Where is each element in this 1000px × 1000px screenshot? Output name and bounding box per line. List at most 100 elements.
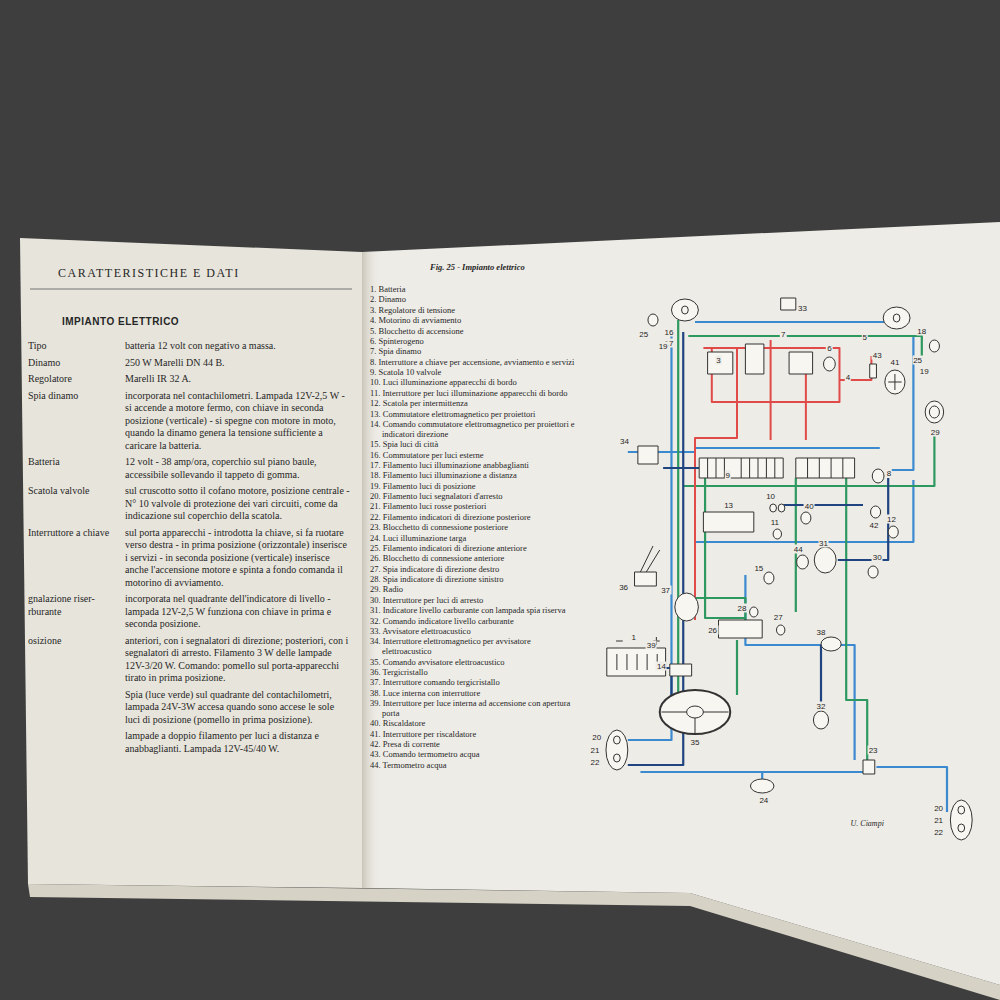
wire [770,340,772,440]
callout-number: 14 [656,662,667,671]
connector-block-symbol [719,620,763,638]
rear-lamp-symbol [606,730,628,770]
battery-cells [617,654,657,670]
spec-value: 250 W Marelli DN 44 B. [125,357,351,370]
spec-label: Spia dinamo [28,390,120,403]
plate-lamp-symbol [750,779,774,793]
lamp-filament [958,824,965,832]
wire [677,320,679,718]
key-entry: 43. Comando termometro acqua [370,750,578,760]
ignition-block-symbol [789,352,813,374]
spec-value: sul cruscotto sotto il cofano motore, po… [125,485,351,523]
callout-number: 24 [758,796,769,805]
wire [683,428,934,486]
warning-lamp-symbol [764,572,774,584]
fuel-gauge-symbol [814,547,836,573]
callout-number: 4 [845,373,851,382]
spec-value: batteria 12 volt con negativo a massa. [125,340,351,353]
key-entry: 40. Riscaldatore [370,719,578,729]
callout-number: 29 [930,428,941,437]
callout-number: 44 [793,545,804,554]
lamp-filament [893,314,900,322]
key-entry: 9. Scatola 10 valvole [370,368,578,378]
callout-number: 43 [872,351,883,360]
key-entry: 44. Termometro acqua [370,761,578,771]
wire [876,767,947,812]
key-entry: 28. Spia indicatore di direzione sinistr… [370,575,578,585]
callout-number: 42 [868,521,879,530]
callout-number: 30 [872,553,883,562]
blue-wires [628,322,947,812]
fuse-box-symbol [699,458,783,478]
key-entry: 34. Interruttore elettromagnetico per av… [370,637,578,657]
right-page [362,222,1000,985]
callout-number: 21 [933,816,944,825]
spec-value: incorporata nel contachilometri. Lampada… [125,390,351,453]
callout-number: 13 [723,501,734,510]
spec-label: gnalazione riser- rburante [28,593,120,618]
callout-number: 19 [919,367,930,376]
key-entry: 4. Motorino di avviamento [370,316,578,326]
key-entry: 30. Interruttore per luci di arresto [370,596,578,606]
callout-number: 20 [591,733,602,742]
left-page [20,238,362,888]
wire [820,645,822,708]
steering-wheel-symbol [660,690,731,734]
callout-number: 33 [797,304,808,313]
key-entry: 15. Spia luci di città [370,440,578,450]
terminal-divisions [808,458,843,478]
radio-symbol [925,401,943,423]
wire [888,335,913,470]
switch-symbol [885,370,905,394]
spec-label: Dinamo [28,357,120,370]
fuse-divisions [708,458,775,478]
callout-number: 32 [816,702,827,711]
spec-value: Marelli IR 32 A. [125,373,351,386]
callout-number: 39 [646,641,657,650]
key-entry: 33. Avvisatore elettroacustico [370,627,578,637]
key-entry: 27. Spia indicatore di direzione destro [370,565,578,575]
wiper-arm [640,546,659,572]
key-entry: 16. Commutatore per luci esterne [370,451,578,461]
sensor-symbol [870,364,877,378]
callout-number: 10 [765,492,776,501]
switch-symbol [773,529,781,539]
side-lamp-symbol [929,340,939,352]
lamp-filament [682,306,689,314]
key-entry: 18. Filamento luci illuminazione a dista… [370,471,578,481]
key-entry: 41. Interruttore per riscaldatore [370,730,578,740]
relay-symbol [638,446,658,464]
spec-value: anteriori, con i segnalatori di direzion… [125,635,351,685]
spec-label: Interruttore a chiave [28,527,120,540]
key-entry: 21. Filamento luci rosse posteriori [370,502,578,512]
callout-number: 7 [780,330,786,339]
door-switch-symbol [670,664,692,676]
panel-lamp-symbol [778,504,785,512]
callout-number: 19 [658,342,669,351]
distributor-symbol [824,357,836,371]
wire [695,321,897,323]
callout-number: 38 [816,628,827,637]
headlamp-symbol [883,307,910,329]
spec-label: Scatola valvole [28,485,120,498]
switch-cross [888,374,901,390]
wire [745,575,854,760]
callout-number: 5 [861,333,867,342]
wire [695,447,880,449]
panel-lamp-symbol [770,504,777,512]
indicator-lamp-symbol [750,607,758,617]
callout-number: 34 [619,437,630,446]
radio-speaker [929,406,939,418]
spec-label: Batteria [28,456,120,469]
callout-number: 23 [868,746,879,755]
key-entry: 25. Filamento indicatori di direzione an… [370,544,578,554]
callout-number: 9 [725,471,731,480]
steering-spokes [661,712,728,733]
key-entry: 5. Blocchetto di accensione [370,327,578,337]
interior-lamp-symbol [821,637,841,651]
wiper-motor-symbol [635,572,657,586]
key-entry: 8. Interruttore a chiave per accensione,… [370,358,578,368]
key-entry: 23. Blocchetto di connessione posteriore [370,523,578,533]
navy-wires [628,332,888,765]
callout-number: 41 [889,358,900,367]
